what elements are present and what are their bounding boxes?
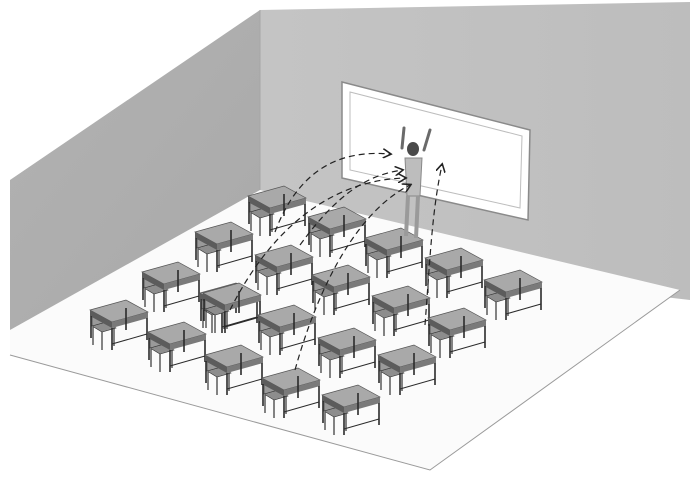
teacher-head (407, 142, 419, 156)
teacher-body (405, 158, 422, 196)
